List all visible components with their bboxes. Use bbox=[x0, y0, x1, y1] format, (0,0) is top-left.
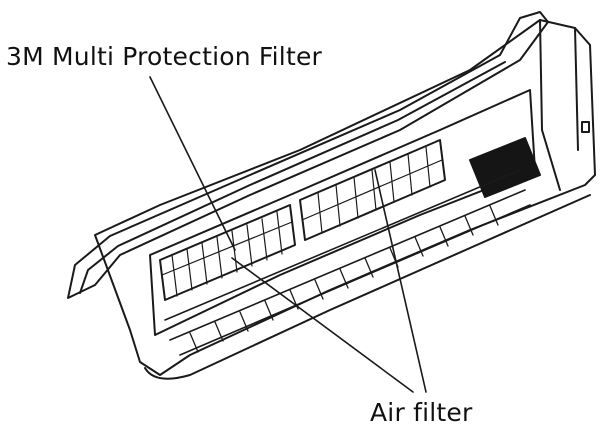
inner-frame bbox=[149, 89, 536, 336]
air-filter-upper-mesh bbox=[301, 146, 443, 234]
front-panel bbox=[67, 11, 549, 299]
housing-side bbox=[539, 19, 579, 191]
leader-line-multi-protection bbox=[149, 76, 236, 251]
side-button bbox=[581, 121, 590, 133]
bottom-edge bbox=[144, 194, 591, 380]
vent-louvres bbox=[164, 169, 531, 356]
leader-line-air-filter-left bbox=[231, 257, 414, 393]
front-panel-edge bbox=[79, 61, 506, 294]
multi-protection-filter-shape bbox=[159, 204, 296, 301]
air-filter-label: Air filter bbox=[370, 398, 473, 427]
unit-housing bbox=[94, 19, 596, 376]
leader-line-air-filter-right bbox=[374, 169, 427, 393]
dark-panel bbox=[469, 137, 541, 198]
vent-fins bbox=[189, 205, 499, 353]
multi-protection-filter-mesh bbox=[161, 211, 293, 297]
air-filter-upper bbox=[299, 139, 446, 241]
multi-protection-filter-label: 3M Multi Protection Filter bbox=[6, 42, 323, 71]
